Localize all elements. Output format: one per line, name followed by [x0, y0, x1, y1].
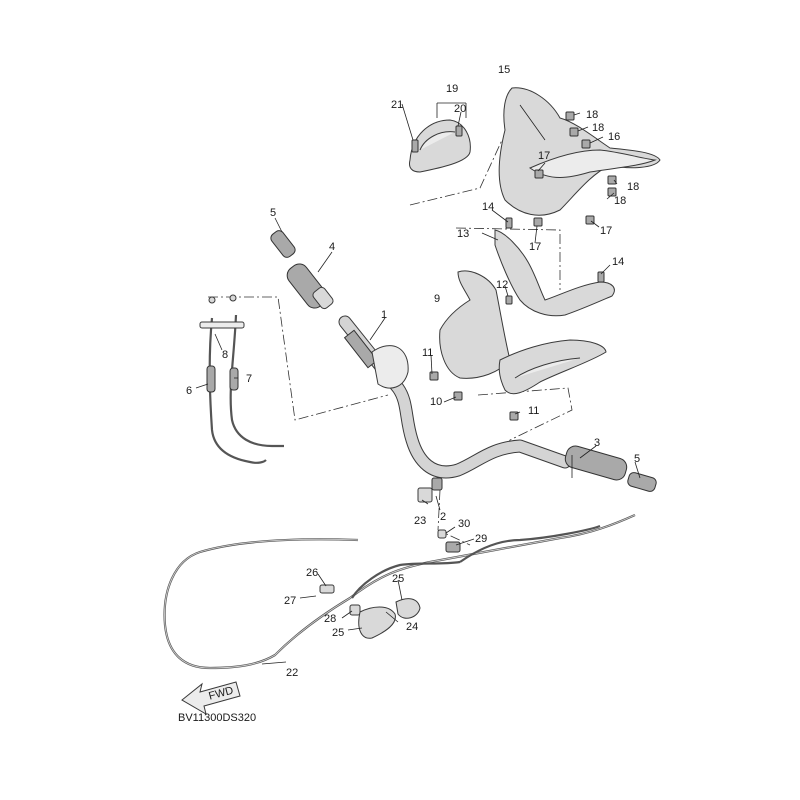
part-label-24: 24	[406, 621, 418, 633]
part-label-4: 4	[329, 241, 335, 253]
part-label-12: 12	[496, 279, 508, 291]
part-label-26: 26	[306, 567, 318, 579]
forward-arrow-icon: FWD	[181, 681, 241, 716]
part-label-18c: 18	[627, 181, 639, 193]
part-label-17c: 17	[600, 225, 612, 237]
cable-clamps[interactable]	[319, 529, 461, 639]
part-label-3: 3	[594, 437, 600, 449]
meter-visor[interactable]	[409, 119, 471, 173]
inner-cover-panel[interactable]	[494, 229, 615, 317]
handlebar-holder[interactable]	[417, 477, 443, 503]
part-label-14a: 14	[482, 201, 494, 213]
part-label-21: 21	[391, 99, 403, 111]
part-label-9: 9	[434, 293, 440, 305]
part-label-16: 16	[608, 131, 620, 143]
part-label-25b: 25	[332, 627, 344, 639]
part-label-14b: 14	[612, 256, 624, 268]
part-label-30: 30	[458, 518, 470, 530]
part-label-23: 23	[414, 515, 426, 527]
lower-cover[interactable]	[498, 339, 607, 395]
part-label-13: 13	[457, 228, 469, 240]
part-label-5a: 5	[270, 207, 276, 219]
part-labels: 1 2 3 4 5 5 6 7 8 9 10 11 11 12 13 14 14…	[186, 64, 640, 679]
upper-handlebar-cover[interactable]	[498, 87, 661, 216]
diagram-code: BV11300DS320	[178, 712, 257, 724]
fasteners	[411, 111, 617, 421]
part-label-8: 8	[222, 349, 228, 361]
part-label-10: 10	[430, 396, 442, 408]
part-label-18a: 18	[586, 109, 598, 121]
part-label-17a: 17	[538, 150, 550, 162]
part-label-5b: 5	[634, 453, 640, 465]
part-label-28: 28	[324, 613, 336, 625]
part-label-19: 19	[446, 83, 458, 95]
part-label-11b: 11	[528, 405, 539, 417]
right-grip[interactable]	[563, 444, 629, 482]
part-label-17b: 17	[529, 241, 541, 253]
left-grip[interactable]	[284, 260, 335, 311]
part-label-1: 1	[381, 309, 387, 321]
part-label-25a: 25	[392, 573, 404, 585]
part-label-18b: 18	[592, 122, 604, 134]
brake-lever-cables[interactable]	[199, 294, 284, 464]
handlebar[interactable]	[338, 315, 572, 479]
part-label-27: 27	[284, 595, 296, 607]
part-label-11a: 11	[422, 347, 433, 359]
part-label-6: 6	[186, 385, 192, 397]
part-label-15: 15	[498, 64, 510, 76]
reference-lines	[208, 139, 573, 546]
part-label-29: 29	[475, 533, 487, 545]
part-label-2: 2	[440, 511, 446, 523]
part-label-7: 7	[246, 373, 252, 385]
part-label-20: 20	[454, 103, 466, 115]
part-label-18d: 18	[614, 195, 626, 207]
left-bar-end-weight[interactable]	[269, 229, 297, 260]
front-cover[interactable]	[439, 270, 511, 379]
throttle-cable[interactable]	[163, 513, 636, 670]
part-label-22: 22	[286, 667, 298, 679]
leader-lines	[195, 102, 641, 665]
right-bar-end-weight[interactable]	[627, 471, 658, 492]
